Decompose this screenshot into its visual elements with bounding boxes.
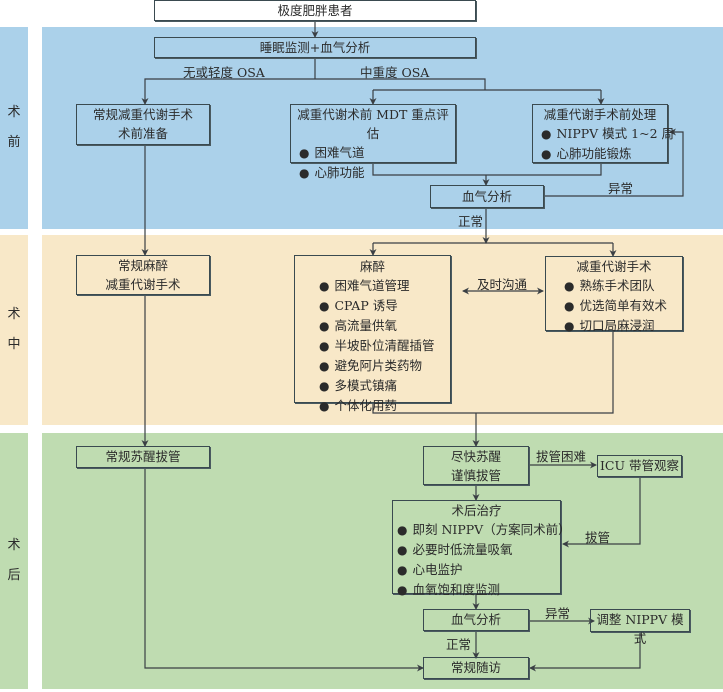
lane-label-char: 中 xyxy=(7,337,21,352)
lane-label-char: 术 xyxy=(7,307,21,322)
node-line: 谨慎拔管 xyxy=(450,468,501,483)
list-item: 熟练手术团队 xyxy=(564,276,682,296)
node-title: 极度肥胖患者 xyxy=(277,3,353,18)
node-title: 血气分析 xyxy=(450,612,501,627)
list-item: 心肺功能锻炼 xyxy=(541,144,667,164)
edge-label-abnormal-pre: 异常 xyxy=(608,181,634,196)
lane-label-char: 术 xyxy=(7,105,21,120)
list-item: 心肺功能 xyxy=(299,163,455,183)
node-quick-wake: 尽快苏醒 谨慎拔管 xyxy=(423,446,529,485)
node-title: 减重代谢术前 MDT 重点评估 xyxy=(297,107,449,141)
node-title: 睡眠监测+血气分析 xyxy=(259,40,371,55)
lane-label-intraop: 术 中 xyxy=(0,235,28,425)
list-item: 血氧饱和度监测 xyxy=(397,580,560,600)
node-title: 术后治疗 xyxy=(451,503,502,518)
node-surgery: 减重代谢手术 熟练手术团队 优选简单有效术 切口局麻浸润 xyxy=(545,256,683,333)
edge-label-normal-post: 正常 xyxy=(446,637,472,652)
node-line: 尽快苏醒 xyxy=(450,449,501,464)
node-icu-observation: ICU 带管观察 xyxy=(597,455,682,477)
list-item: 半坡卧位清醒插管 xyxy=(319,336,450,356)
node-title: 常规随访 xyxy=(450,660,501,675)
node-routine-anesthesia: 常规麻醉 减重代谢手术 xyxy=(76,255,210,295)
node-title: 血气分析 xyxy=(461,189,512,204)
node-title: 减重代谢手术前处理 xyxy=(543,107,657,122)
lane-label-preop: 术 前 xyxy=(0,27,28,229)
list-item: NIPPV 模式 1~2 周 xyxy=(541,124,674,144)
node-routine-prep: 常规减重代谢手术 术前准备 xyxy=(76,104,210,145)
list-item: 个体化用药 xyxy=(319,396,450,416)
node-title: 麻醉 xyxy=(359,259,385,274)
node-mdt-eval: 减重代谢术前 MDT 重点评估 困难气道 心肺功能 xyxy=(290,104,456,180)
edge-label-mild-osa: 无或轻度 OSA xyxy=(183,65,265,80)
list-item: 高流量供氧 xyxy=(319,316,450,336)
list-item: 困难气道 xyxy=(299,143,455,163)
node-title: 减重代谢手术 xyxy=(576,259,652,274)
node-line: 常规减重代谢手术 xyxy=(92,107,193,122)
list-item: 优选简单有效术 xyxy=(564,296,682,316)
list-item: CPAP 诱导 xyxy=(319,296,450,316)
edge-label-extubate: 拔管 xyxy=(585,530,611,545)
node-routine-extubation: 常规苏醒拔管 xyxy=(76,446,210,468)
node-routine-followup: 常规随访 xyxy=(423,657,529,679)
edge-label-normal-pre: 正常 xyxy=(458,214,484,229)
list-item: 心电监护 xyxy=(397,560,560,580)
lane-label-postop: 术 后 xyxy=(0,433,28,689)
lane-label-char: 前 xyxy=(7,135,21,150)
edge-label-extubation-difficult: 拔管困难 xyxy=(536,449,587,464)
node-blood-gas-postop: 血气分析 xyxy=(423,609,529,631)
list-item: 即刻 NIPPV（方案同术前） xyxy=(397,520,570,540)
node-line: 术前准备 xyxy=(117,126,168,141)
node-title: 常规苏醒拔管 xyxy=(105,449,181,464)
node-patient: 极度肥胖患者 xyxy=(154,0,476,21)
node-line: 减重代谢手术 xyxy=(105,277,181,292)
list-item: 必要时低流量吸氧 xyxy=(397,540,560,560)
list-item: 避免阿片类药物 xyxy=(319,356,450,376)
node-blood-gas-preop: 血气分析 xyxy=(430,185,544,208)
lane-label-char: 术 xyxy=(7,538,21,553)
list-item: 困难气道管理 xyxy=(319,276,450,296)
node-anesthesia: 麻醉 困难气道管理 CPAP 诱导 高流量供氧 半坡卧位清醒插管 避免阿片类药物… xyxy=(294,255,451,413)
edge-label-abnormal-post: 异常 xyxy=(545,606,571,621)
node-adjust-nippv: 调整 NIPPV 模式 xyxy=(590,609,690,646)
edge-label-severe-osa: 中重度 OSA xyxy=(360,65,430,80)
node-postop-treatment: 术后治疗 即刻 NIPPV（方案同术前） 必要时低流量吸氧 心电监护 血氧饱和度… xyxy=(392,500,571,597)
node-title: ICU 带管观察 xyxy=(599,458,679,473)
node-title: 调整 NIPPV 模式 xyxy=(596,612,684,646)
node-line: 常规麻醉 xyxy=(117,258,168,273)
lane-label-char: 后 xyxy=(7,568,21,583)
node-preop-treatment: 减重代谢手术前处理 NIPPV 模式 1~2 周 心肺功能锻炼 xyxy=(532,104,674,164)
list-item: 多模式镇痛 xyxy=(319,376,450,396)
node-screening: 睡眠监测+血气分析 xyxy=(154,37,476,58)
list-item: 切口局麻浸润 xyxy=(564,316,682,336)
edge-label-timely-communication: 及时沟通 xyxy=(477,277,528,292)
